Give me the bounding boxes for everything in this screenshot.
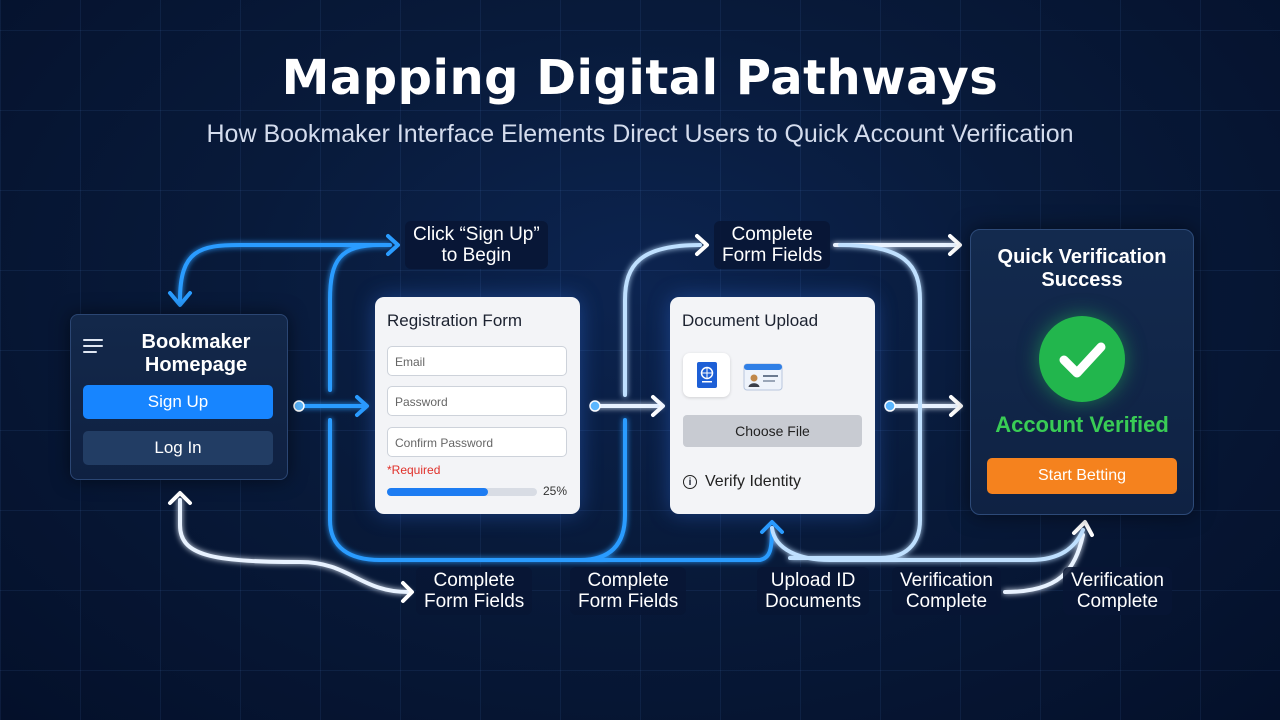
connector-fields-top-down-right [788, 243, 922, 560]
connector-home-bottom-to-fields [178, 498, 410, 594]
homepage-card: Bookmaker Homepage Sign Up Log In [70, 314, 288, 480]
connector-home-to-signup-label [178, 243, 392, 302]
node-dot-document [884, 400, 896, 412]
node-dot-home [293, 400, 305, 412]
verification-success-card: Quick Verification Success Account Verif… [970, 229, 1194, 515]
sign-up-button[interactable]: Sign Up [83, 385, 273, 419]
progress-percent: 25% [543, 484, 568, 498]
node-dot-registration [589, 400, 601, 412]
label-click-signup: Click “Sign Up” to Begin [405, 221, 548, 269]
passport-icon [683, 353, 730, 397]
email-field[interactable]: Email [387, 346, 567, 376]
registration-form-title: Registration Form [387, 311, 523, 330]
label-upload-id: Upload ID Documents [757, 567, 870, 615]
arrowhead-document [651, 395, 665, 417]
arrowhead-success-top [948, 234, 962, 256]
progress-bar [387, 488, 537, 496]
arrowhead-signup-label [386, 234, 400, 256]
connector-upload-to-success [770, 526, 1085, 562]
document-upload-card: Document Upload Choose File i Verify Ide… [670, 297, 875, 514]
required-note: *Required [387, 463, 441, 477]
label-complete-fields-1: Complete Form Fields [416, 567, 533, 615]
connector-bottom-to-upload [378, 526, 774, 562]
arrowhead-fields-bottom [401, 581, 414, 603]
info-icon: i [683, 475, 697, 489]
menu-icon[interactable] [83, 339, 103, 357]
arrowhead-upload [760, 520, 784, 534]
checkmark-icon [1039, 316, 1125, 402]
id-card-icon [743, 363, 783, 396]
progress-bar-fill [387, 488, 489, 496]
registration-form-card: Registration Form Email Password Confirm… [375, 297, 580, 514]
log-in-button[interactable]: Log In [83, 431, 273, 465]
label-complete-fields-2: Complete Form Fields [570, 567, 687, 615]
arrowhead-fields-top [695, 234, 709, 256]
password-field[interactable]: Password [387, 386, 567, 416]
verify-identity-label[interactable]: Verify Identity [705, 473, 802, 490]
confirm-password-field[interactable]: Confirm Password [387, 427, 567, 457]
homepage-title: Bookmaker Homepage [141, 331, 251, 376]
connector-fields-top-down-left [623, 243, 702, 397]
page-title: Mapping Digital Pathways [281, 50, 999, 106]
choose-file-button[interactable]: Choose File [683, 415, 862, 447]
arrowhead-registration [355, 395, 369, 417]
arrowhead-home-bottom [168, 491, 192, 505]
start-betting-button[interactable]: Start Betting [987, 458, 1177, 494]
document-upload-title: Document Upload [682, 311, 819, 330]
connector-signup-label-down [328, 243, 382, 392]
label-complete-fields-top: Complete Form Fields [714, 221, 831, 269]
page-subtitle: How Bookmaker Interface Elements Direct … [206, 120, 1074, 148]
account-verified-text: Account Verified [995, 412, 1169, 437]
success-title: Quick Verification Success [997, 246, 1167, 291]
connector-verification-to-success [1003, 533, 1085, 594]
arrowhead-success [949, 395, 963, 417]
arrowhead-success-bottom [1072, 520, 1094, 537]
label-verification-1: Verification Complete [892, 567, 1001, 615]
arrowhead-home-up [168, 291, 192, 307]
label-verification-2: Verification Complete [1063, 567, 1172, 615]
